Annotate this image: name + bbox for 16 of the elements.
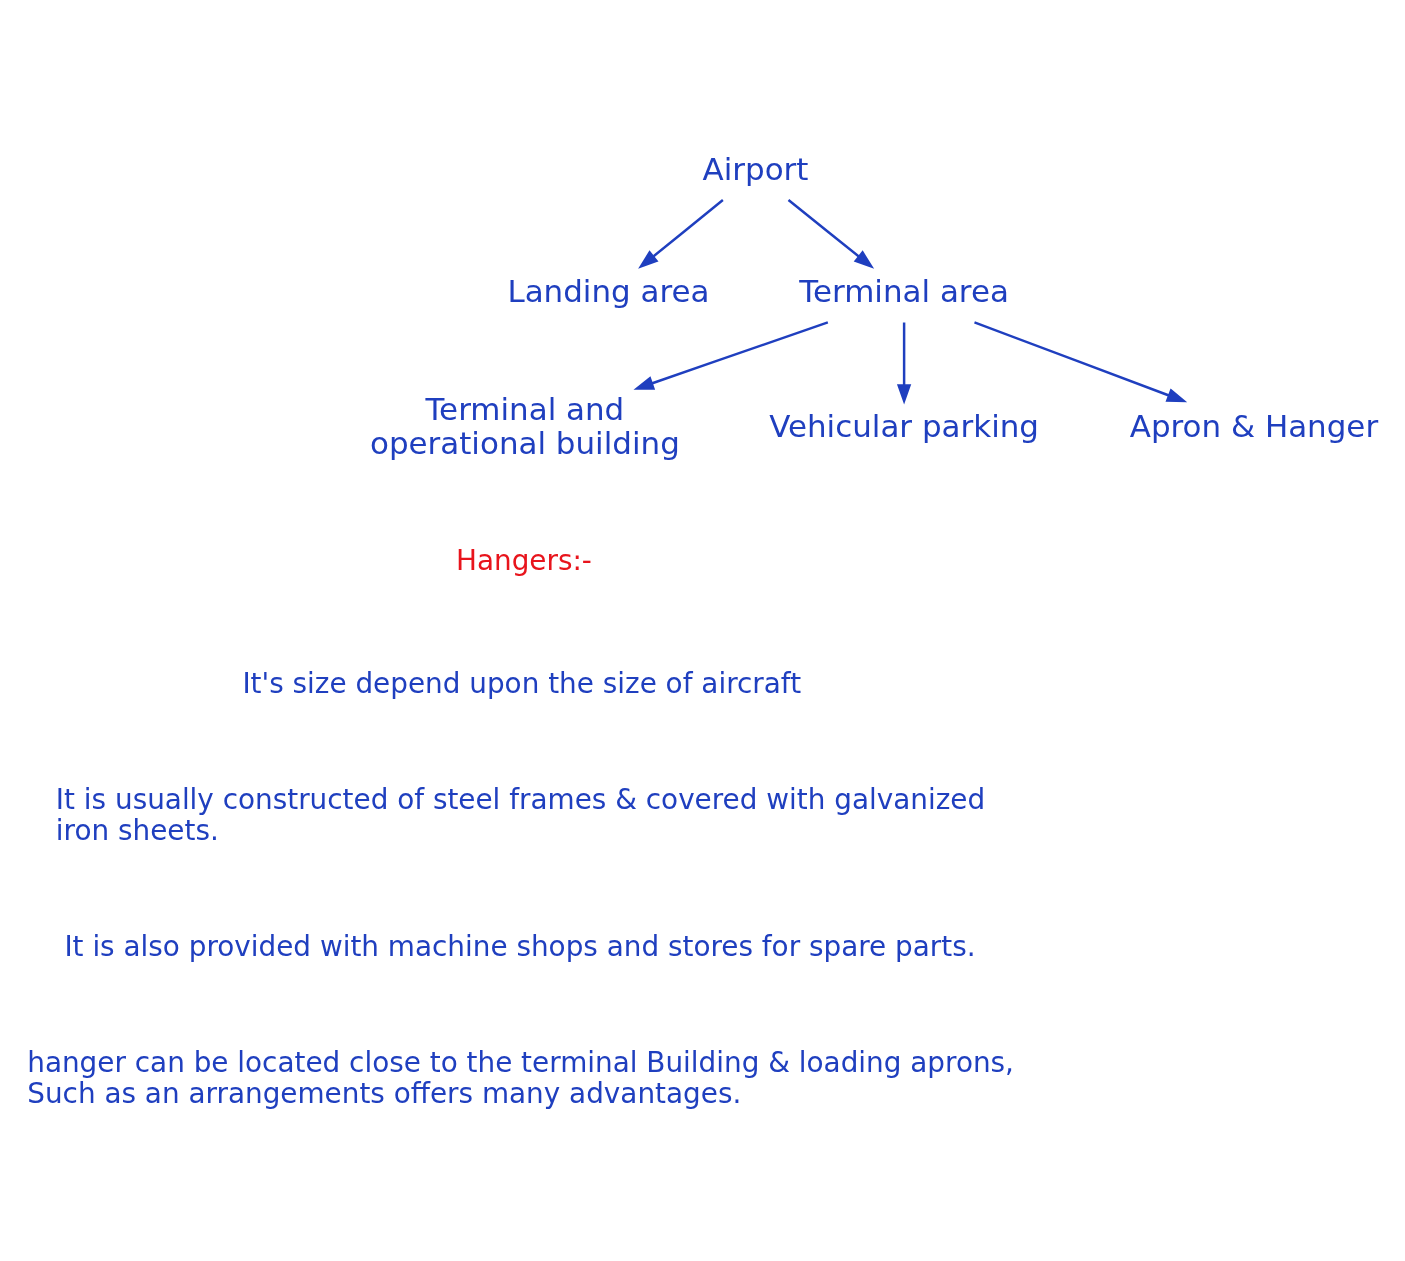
arrow bbox=[787, 198, 875, 269]
node-text: Apron & Hanger bbox=[1129, 407, 1379, 444]
arrow bbox=[896, 322, 912, 405]
label: It is usually constructed of steel frames & covered with galvanized iron sheets. bbox=[55, 782, 986, 847]
node-text: Landing area bbox=[507, 272, 710, 309]
arrow bbox=[974, 320, 1188, 402]
label: hanger can be located close to the terminal Building & loading aprons, Such as an arrangements offers many advantages. bbox=[27, 1045, 1014, 1110]
node-text: Vehicular parking bbox=[769, 407, 1040, 444]
node-text: Terminal area bbox=[799, 272, 1009, 309]
node-text: Terminal and operational building bbox=[369, 390, 680, 461]
label: It is also provided with machine shops and stores for spare parts. bbox=[64, 929, 976, 963]
label: Hangers:- bbox=[456, 543, 592, 577]
arrow bbox=[633, 320, 829, 390]
node-text: Airport bbox=[702, 150, 809, 187]
arrow bbox=[638, 198, 724, 269]
label: It's size depend upon the size of aircraft bbox=[242, 666, 802, 700]
